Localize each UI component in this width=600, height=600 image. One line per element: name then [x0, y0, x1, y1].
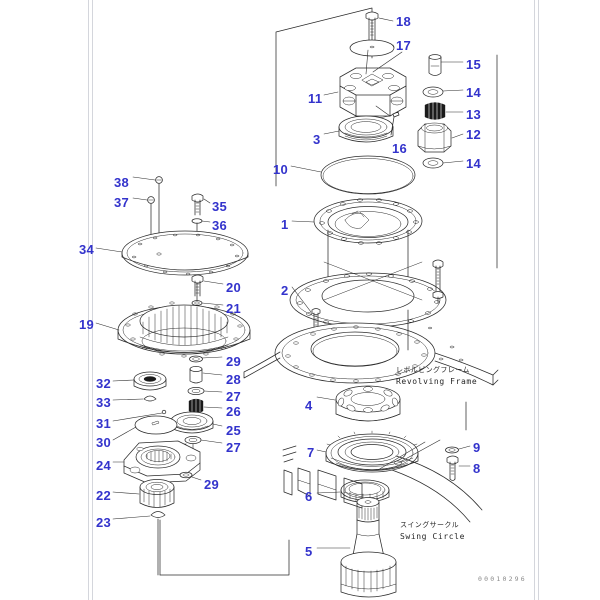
annotation-swing-circle-en: Swing Circle [400, 531, 465, 541]
part-5-pinion-shaft [316, 497, 397, 598]
annotation-revolving-frame-en: Revolving Frame [396, 376, 478, 386]
part-23-cap [112, 511, 166, 576]
part-11-coupling-hub [323, 49, 407, 119]
callout-23-c23[interactable]: 23 [96, 515, 112, 530]
callout-32-c32[interactable]: 32 [96, 376, 112, 391]
page-gutter-lines [88, 0, 539, 600]
part-26-bushing [188, 398, 223, 415]
part-3-bearing [323, 115, 394, 143]
part-22-coupling [112, 479, 175, 508]
part-18-bolt [365, 11, 394, 42]
part-24-housing [112, 440, 201, 484]
part-7-swing-circle-ring [282, 430, 441, 473]
callout-38-c38[interactable]: 38 [114, 175, 130, 190]
part-28-sleeve [189, 366, 223, 384]
callout-6-c6[interactable]: 6 [305, 489, 313, 504]
part-1-swing-motor-housing [289, 198, 447, 330]
callout-36-c36[interactable]: 36 [212, 218, 228, 233]
part-10-oring-seal [290, 155, 416, 195]
part-8-bolt [446, 455, 471, 481]
revolving-frame-plate [243, 309, 499, 386]
callout-4-c4[interactable]: 4 [305, 398, 313, 413]
part-9-washer [445, 445, 471, 454]
callout-35-c35[interactable]: 35 [212, 199, 228, 214]
callout-31-c31[interactable]: 31 [96, 416, 112, 431]
callout-14-c14a[interactable]: 14 [466, 85, 482, 100]
part-6-inner-race [316, 479, 390, 503]
callout-10-c10[interactable]: 10 [273, 162, 289, 177]
callout-13-c13[interactable]: 13 [466, 107, 482, 122]
callout-34-c34[interactable]: 34 [79, 242, 95, 257]
callout-11-c11[interactable]: 11 [308, 91, 323, 106]
callout-33-c33[interactable]: 33 [96, 395, 112, 410]
part-20-bolt [191, 274, 224, 297]
callout-5-c5[interactable]: 5 [305, 544, 313, 559]
callout-3-c3[interactable]: 3 [313, 132, 321, 147]
annotation-revolving-frame: レボルビングフレーム Revolving Frame [396, 366, 477, 387]
part-4-bearing-cage [316, 385, 401, 422]
part-25-bearing [170, 411, 223, 434]
callout-16-c16[interactable]: 16 [392, 141, 408, 156]
callout-14-c14b[interactable]: 14 [466, 156, 482, 171]
part-35-bolt [191, 193, 211, 216]
callout-12-c12[interactable]: 12 [466, 127, 482, 142]
part-38-pin [132, 176, 163, 253]
callout-7-c7[interactable]: 7 [307, 445, 315, 460]
part-27-washer-upper [187, 387, 223, 395]
document-code: 00010296 [478, 575, 527, 583]
part-30-plate [112, 415, 178, 441]
callout-29-c29b[interactable]: 29 [204, 477, 220, 492]
assembly-boundary-outline [159, 7, 498, 576]
part-17-disc [349, 39, 395, 57]
part-15-plug [428, 54, 464, 76]
part-29-snap-ring-upper [189, 355, 223, 363]
callout-37-c37[interactable]: 37 [114, 195, 130, 210]
callout-9-c9[interactable]: 9 [473, 440, 481, 455]
callout-19-c19[interactable]: 19 [79, 317, 95, 332]
part-21-washer [191, 300, 224, 306]
part-29-snap-ring-lower [179, 471, 202, 481]
callout-8-c8[interactable]: 8 [473, 461, 481, 476]
annotation-revolving-frame-jp: レボルビングフレーム [396, 366, 470, 374]
part-13-spacer [424, 100, 464, 122]
part-37-pin [132, 196, 155, 244]
callout-27-c27b[interactable]: 27 [226, 440, 242, 455]
annotation-swing-circle: スイングサークル Swing Circle [400, 521, 465, 542]
callout-21-c21[interactable]: 21 [226, 301, 242, 316]
callout-29-c29a[interactable]: 29 [226, 354, 242, 369]
callout-2-c2[interactable]: 2 [281, 283, 289, 298]
callout-18-c18[interactable]: 18 [396, 14, 412, 29]
callout-15-c15[interactable]: 15 [466, 57, 482, 72]
callout-25-c25[interactable]: 25 [226, 423, 242, 438]
part-14-washer-lower [422, 157, 464, 169]
part-19-ring-gear [95, 301, 251, 358]
part-16-pin [375, 105, 400, 136]
callout-30-c30[interactable]: 30 [96, 435, 112, 450]
callout-22-c22[interactable]: 22 [96, 488, 112, 503]
callout-1-c1[interactable]: 1 [281, 217, 289, 232]
annotation-swing-circle-jp: スイングサークル [400, 521, 459, 529]
part-33-cap [112, 395, 157, 402]
part-32-bearing [112, 371, 167, 391]
part-12-nut [417, 122, 464, 153]
callout-28-c28[interactable]: 28 [226, 372, 242, 387]
swing-circle-frame-bands [283, 455, 483, 523]
part-31-pin [112, 409, 167, 422]
callout-24-c24[interactable]: 24 [96, 458, 112, 473]
callout-17-c17[interactable]: 17 [396, 38, 412, 53]
callout-20-c20[interactable]: 20 [226, 280, 242, 295]
callout-26-c26[interactable]: 26 [226, 404, 242, 419]
part-14-washer-upper [422, 86, 464, 98]
part-34-cover-plate [95, 230, 249, 276]
callout-27-c27a[interactable]: 27 [226, 389, 242, 404]
